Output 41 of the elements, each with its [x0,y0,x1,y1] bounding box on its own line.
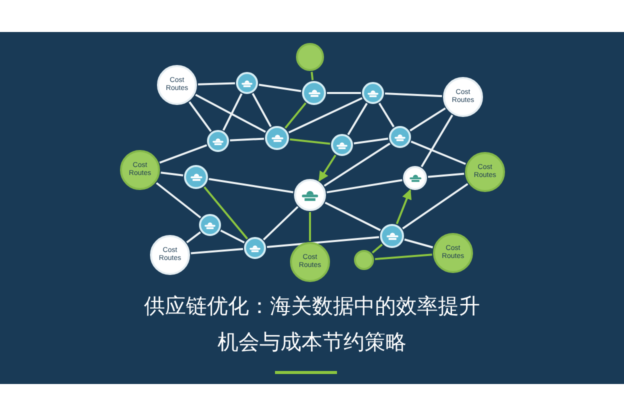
connector-line [195,94,266,133]
connector-line [372,244,383,254]
connector-line [384,92,442,98]
connector-line [159,144,208,164]
connector-line [266,236,380,248]
connector-line [327,92,361,94]
connector-line [347,102,368,136]
title: 供应链优化：海关数据中的效率提升机会与成本节约策略 [143,293,481,356]
connector-line [208,178,294,194]
connector-line [230,138,264,142]
connector-line [420,114,454,168]
connector-line [190,248,244,254]
connector-line [284,102,306,129]
connector-line [198,82,236,86]
connector-line [186,231,201,244]
connector-line [324,142,390,187]
arrow [396,189,412,224]
connector-line [222,93,242,131]
connector-line [410,140,466,165]
connector-line [404,238,434,248]
connector-line [309,212,311,241]
connector-line [188,101,212,132]
arrow [318,154,336,182]
connector-line [410,107,446,132]
connector-line [288,97,363,134]
connector-line [326,179,402,194]
connector-line [252,93,272,128]
connector-line [402,183,468,230]
connector-line [156,182,202,218]
connector-line [262,206,298,240]
connector-line [160,172,184,176]
connector-line [354,138,388,144]
connector-line [428,172,464,178]
connector-line [258,84,302,92]
connector-line [310,72,314,80]
connector-line [378,102,395,128]
connector-line [374,254,432,260]
connector-line [324,202,381,232]
connector-line [290,138,330,145]
connector-line [204,186,248,240]
connector-line [220,230,245,244]
